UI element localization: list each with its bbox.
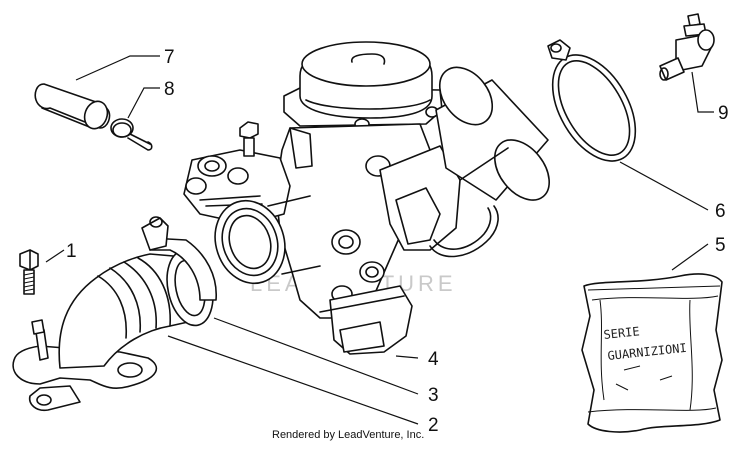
- part-7-sleeve: [34, 83, 111, 130]
- leader-5: [671, 243, 709, 271]
- part-6-clamp-ring: [547, 39, 637, 162]
- callout-2: 2: [428, 415, 439, 436]
- leader-9: [691, 71, 714, 113]
- callout-4: 4: [428, 349, 439, 370]
- leader-8: [127, 87, 160, 119]
- callout-5: 5: [715, 235, 726, 256]
- leader-6: [619, 161, 709, 211]
- bag-label-line1: SERIE: [603, 324, 640, 342]
- callout-8: 8: [164, 79, 175, 100]
- leader-4: [395, 355, 419, 359]
- leader-lines: [45, 55, 714, 425]
- part-8-clip: [110, 118, 153, 151]
- leader-3: [213, 317, 419, 395]
- leader-2: [167, 335, 419, 425]
- callout-1: 1: [66, 241, 77, 262]
- part-1-bolt: [19, 249, 39, 295]
- part-2-intake-manifold: [12, 216, 217, 412]
- part-4-carburettor: [183, 41, 550, 355]
- leader-1: [45, 249, 65, 263]
- part-9-fitting: [659, 13, 715, 81]
- callout-9: 9: [718, 103, 729, 124]
- callout-6: 6: [715, 201, 726, 222]
- callout-3: 3: [428, 385, 439, 406]
- part-5-gasket-bag: SERIE GUARNIZIONI: [581, 273, 723, 433]
- callout-7: 7: [164, 47, 175, 68]
- render-credit: Rendered by LeadVenture, Inc.: [272, 429, 424, 441]
- leader-7: [75, 55, 160, 81]
